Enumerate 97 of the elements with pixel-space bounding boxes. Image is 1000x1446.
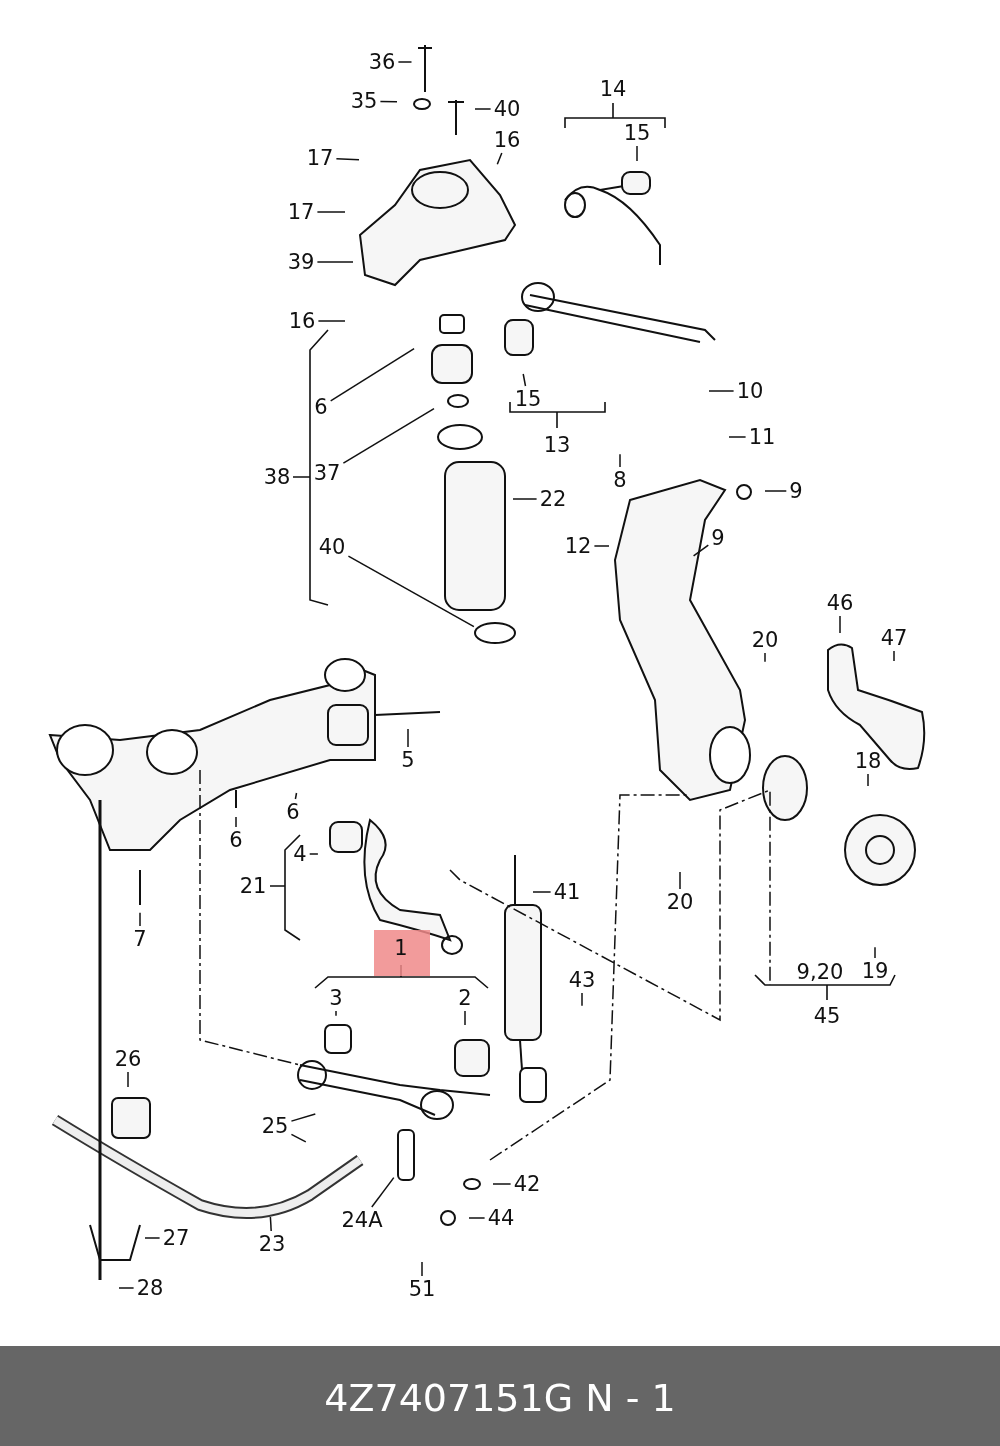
callout-number: 40 bbox=[492, 97, 522, 121]
part-number-caption: 4Z7407151G N - 1 bbox=[323, 1376, 677, 1420]
callout-number: 37 bbox=[312, 461, 342, 485]
leader-line bbox=[407, 728, 409, 748]
leader-line bbox=[839, 615, 841, 634]
leader-line bbox=[379, 100, 398, 103]
leader-line bbox=[492, 1183, 512, 1185]
leader-line bbox=[636, 145, 638, 162]
callout-number: 7 bbox=[132, 927, 148, 951]
callout-number: 10 bbox=[735, 379, 765, 403]
leader-line bbox=[708, 390, 735, 392]
leader-line bbox=[335, 1010, 337, 1017]
leader-line bbox=[290, 1113, 317, 1122]
leader-line bbox=[371, 1176, 395, 1208]
leader-line bbox=[316, 211, 346, 213]
leader-line bbox=[294, 792, 298, 800]
leader-line bbox=[522, 373, 527, 387]
callout-number: 23 bbox=[257, 1232, 287, 1256]
leader-line bbox=[127, 1071, 129, 1088]
callout-number: 2 bbox=[457, 986, 473, 1010]
callout-number: 20 bbox=[665, 890, 695, 914]
callout-number: 14 bbox=[598, 77, 628, 101]
callout-number: 44 bbox=[486, 1206, 516, 1230]
leader-line bbox=[464, 1010, 466, 1026]
callout-number: 27 bbox=[161, 1226, 191, 1250]
callout-number: 38 bbox=[262, 465, 292, 489]
callout-number: 24A bbox=[340, 1208, 384, 1232]
callout-number: 19 bbox=[860, 959, 890, 983]
leader-line bbox=[342, 407, 435, 464]
callout-number: 25 bbox=[260, 1114, 290, 1138]
callout-number: 42 bbox=[512, 1172, 542, 1196]
callout-number: 17 bbox=[305, 146, 335, 170]
callout-number: 11 bbox=[747, 425, 777, 449]
leader-line bbox=[421, 1261, 423, 1277]
callout-number: 9,20 bbox=[795, 960, 845, 984]
callout-number: 40 bbox=[317, 535, 347, 559]
leader-line bbox=[118, 1287, 135, 1289]
callout-number: 15 bbox=[513, 387, 543, 411]
callout-number: 20 bbox=[750, 628, 780, 652]
callout-number: 28 bbox=[135, 1276, 165, 1300]
callout-number: 46 bbox=[825, 591, 855, 615]
leader-line bbox=[144, 1237, 161, 1239]
leader-line bbox=[692, 544, 710, 557]
leader-line bbox=[269, 1216, 272, 1232]
callout-number: 16 bbox=[492, 128, 522, 152]
leader-line bbox=[764, 652, 766, 663]
leader-line bbox=[728, 436, 747, 438]
leader-line bbox=[679, 871, 681, 890]
callout-number: 43 bbox=[567, 968, 597, 992]
leader-line bbox=[764, 490, 788, 492]
callout-number: 8 bbox=[612, 468, 628, 492]
leader-line bbox=[593, 545, 610, 547]
callout-number: 16 bbox=[287, 309, 317, 333]
callout-number: 3 bbox=[328, 986, 344, 1010]
callout-number: 13 bbox=[542, 433, 572, 457]
callout-number: 51 bbox=[407, 1277, 437, 1301]
leader-line bbox=[397, 61, 413, 63]
leader-line bbox=[867, 773, 869, 787]
callout-number: 17 bbox=[286, 200, 316, 224]
leader-line bbox=[290, 1133, 307, 1143]
leader-line bbox=[474, 108, 492, 110]
callout-number: 22 bbox=[538, 487, 568, 511]
leader-line bbox=[308, 853, 319, 855]
leader-line bbox=[329, 347, 415, 402]
leader-line bbox=[532, 891, 552, 893]
callout-number: 15 bbox=[622, 121, 652, 145]
leader-line bbox=[512, 498, 538, 500]
callout-number: 18 bbox=[853, 749, 883, 773]
callout-number: 45 bbox=[812, 1004, 842, 1028]
callout-number: 9 bbox=[788, 479, 804, 503]
leader-line bbox=[893, 650, 895, 662]
callout-number: 35 bbox=[349, 89, 379, 113]
callout-number: 6 bbox=[313, 395, 329, 419]
callout-number: 39 bbox=[286, 250, 316, 274]
callout-number: 4 bbox=[292, 842, 308, 866]
callout-number: 41 bbox=[552, 880, 582, 904]
leader-line bbox=[468, 1217, 486, 1219]
callout-number: 9 bbox=[710, 526, 726, 550]
callout-number: 36 bbox=[367, 50, 397, 74]
leader-line bbox=[874, 946, 876, 959]
callout-number: 12 bbox=[563, 534, 593, 558]
leader-line bbox=[619, 453, 621, 468]
leader-line bbox=[581, 992, 583, 1007]
leader-line bbox=[496, 152, 503, 166]
callout-number: 6 bbox=[285, 800, 301, 824]
callout-number: 6 bbox=[228, 828, 244, 852]
leader-line bbox=[316, 261, 354, 263]
leader-line bbox=[317, 320, 346, 322]
callout-number: 5 bbox=[400, 748, 416, 772]
callout-number: 1 bbox=[393, 936, 409, 960]
callout-number: 47 bbox=[879, 626, 909, 650]
leader-line bbox=[347, 555, 475, 628]
leader-line bbox=[235, 816, 237, 828]
callout-number: 21 bbox=[238, 874, 268, 898]
callout-number: 26 bbox=[113, 1047, 143, 1071]
leader-line bbox=[139, 911, 141, 927]
leader-line bbox=[335, 157, 360, 161]
